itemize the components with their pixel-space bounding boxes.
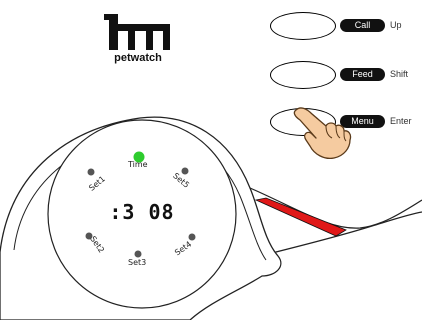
call-label: Call [340, 19, 385, 32]
strap-top-edge [249, 187, 422, 229]
feed-function-shift: Shift [390, 69, 409, 79]
call-button[interactable] [270, 12, 336, 40]
dial-face [47, 119, 237, 309]
menu-function-enter: Enter [390, 116, 412, 126]
brand-name: petwatch [114, 52, 162, 64]
set2-led [85, 232, 93, 240]
strap-bottom-edge [267, 211, 422, 255]
menu-label: Menu [340, 115, 385, 128]
time-display: :3 08 [109, 200, 175, 224]
dial-label-time: Time [128, 160, 148, 169]
feed-label: Feed [340, 68, 385, 81]
time-led-active [133, 151, 145, 163]
strap-red-accent [254, 197, 347, 237]
set3-led [134, 250, 142, 258]
pointing-hand-icon [293, 107, 352, 160]
petwatch-logo-icon [104, 14, 170, 50]
set4-led [188, 233, 196, 241]
feed-button[interactable] [270, 61, 336, 89]
dial-label-set3: Set3 [128, 258, 147, 267]
set5-led [181, 167, 189, 175]
call-function-up: Up [390, 20, 402, 30]
set1-led [87, 168, 95, 176]
